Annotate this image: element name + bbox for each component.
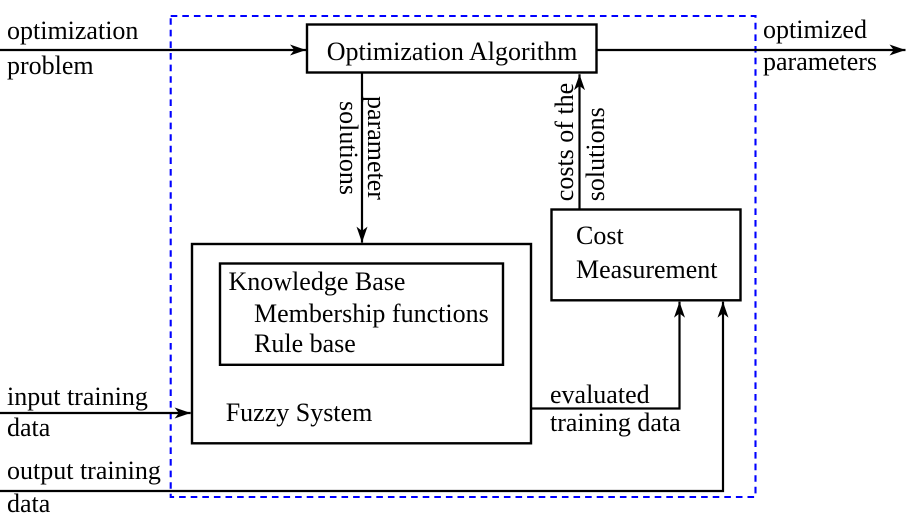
optimized-parameters-label-line1: optimized xyxy=(763,14,867,44)
parameter-solutions-label-line2: solutions xyxy=(333,100,363,195)
output-training-data-label-line1: output training xyxy=(7,456,161,486)
cost-measurement-box xyxy=(550,208,742,302)
input-training-data-label-line1: input training xyxy=(7,381,148,411)
optimization-problem-label-line1: optimization xyxy=(7,16,139,45)
knowledge-base-item-membership-functions: Membership functions xyxy=(254,299,489,329)
fuzzy-system-label: Fuzzy System xyxy=(225,397,373,427)
knowledge-base-box xyxy=(218,262,505,367)
optimized-parameters-label-line2: parameters xyxy=(763,47,878,76)
optimization-algorithm-label: Optimization Algorithm xyxy=(326,37,578,66)
cost-measurement-label-line2: Measurement xyxy=(576,255,718,285)
evaluated-training-data-arrow xyxy=(531,301,685,410)
evaluated-training-data-label-line2: training data xyxy=(550,408,681,437)
system-boundary-dashed-border xyxy=(169,14,757,499)
knowledge-base-title: Knowledge Base xyxy=(228,266,406,296)
optimization-problem-label-line2: problem xyxy=(7,51,94,81)
costs-of-solutions-label-line1: costs of the xyxy=(549,83,579,202)
evaluated-training-data-label-line1: evaluated xyxy=(550,379,650,409)
input-training-data-label-line2: data xyxy=(7,412,51,442)
output-training-data-label-line2: data xyxy=(7,489,51,519)
parameter-solutions-label-line1: parameter xyxy=(361,95,391,200)
optimization-algorithm-box xyxy=(305,23,598,74)
costs-of-solutions-label-line2: solutions xyxy=(580,107,610,202)
cost-measurement-label-line1: Cost xyxy=(576,221,624,251)
knowledge-base-item-rule-base: Rule base xyxy=(254,328,356,358)
output-training-data-arrow xyxy=(0,301,729,493)
